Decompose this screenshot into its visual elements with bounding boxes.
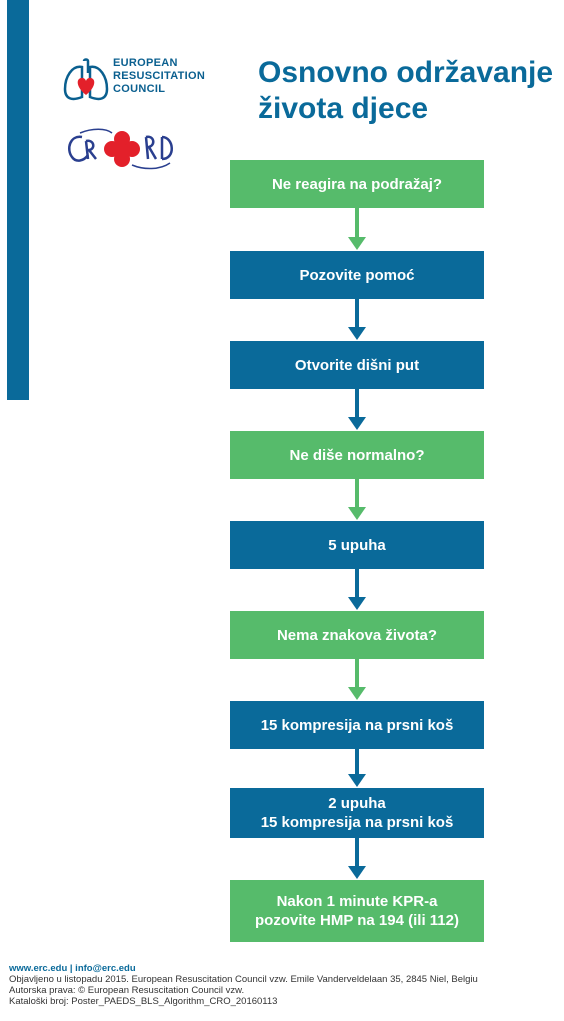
logo-text-line1: EUROPEAN (113, 57, 178, 69)
title-line1: Osnovno održavanje (258, 56, 554, 89)
flow-arrow-down-icon (348, 749, 366, 787)
croatian-council-logo (62, 125, 182, 173)
footer-catalog-line: Kataloški broj: Poster_PAEDS_BLS_Algorit… (9, 996, 278, 1007)
page-title: Osnovno održavanje života djece (258, 55, 553, 127)
flow-arrow-down-icon (348, 208, 366, 250)
flow-step-2: Pozovite pomoć (230, 251, 484, 299)
flow-step-label: Otvorite dišni put (294, 356, 420, 374)
flow-step-1: Ne reagira na podražaj? (230, 160, 484, 208)
flow-arrow-down-icon (348, 389, 366, 430)
erc-logo: EUROPEAN RESUSCITATION COUNCIL (62, 55, 232, 115)
flow-step-label: Pozovite pomoć (299, 266, 415, 284)
footer-links[interactable]: www.erc.edu | info@erc.edu (9, 963, 136, 974)
flow-arrow-down-icon (348, 569, 366, 610)
footer-publication-line: Objavljeno u listopadu 2015. European Re… (9, 974, 478, 985)
cro-heart-logo-icon (68, 128, 173, 170)
flow-step-label: 15 kompresija na prsni koš (260, 716, 454, 734)
logo-text-line2: RESUSCITATION (113, 70, 206, 82)
side-accent-bar (7, 0, 29, 400)
flow-arrow-down-icon (348, 659, 366, 700)
flow-step-label: 5 upuha (328, 536, 386, 554)
footer-copyright-line: Autorska prava: © European Resuscitation… (9, 985, 245, 996)
flow-step-3: Otvorite dišni put (230, 341, 484, 389)
flow-arrow-down-icon (348, 299, 366, 340)
flow-step-6: Nema znakova života? (230, 611, 484, 659)
flow-step-label: Ne diše normalno? (289, 446, 425, 464)
flow-step-7: 15 kompresija na prsni koš (230, 701, 484, 749)
flow-step-4: Ne diše normalno? (230, 431, 484, 479)
footer: www.erc.edu | info@erc.edu Objavljeno u … (9, 963, 559, 1007)
lungs-heart-icon (63, 58, 109, 101)
flow-step-label: Ne reagira na podražaj? (271, 175, 443, 193)
flow-step-5: 5 upuha (230, 521, 484, 569)
flow-arrow-down-icon (348, 479, 366, 520)
logo-text-line3: COUNCIL (113, 83, 166, 95)
flow-arrow-down-icon (348, 838, 366, 879)
title-line2: života djece (258, 92, 429, 125)
flow-step-label: Nema znakova života? (276, 626, 438, 644)
